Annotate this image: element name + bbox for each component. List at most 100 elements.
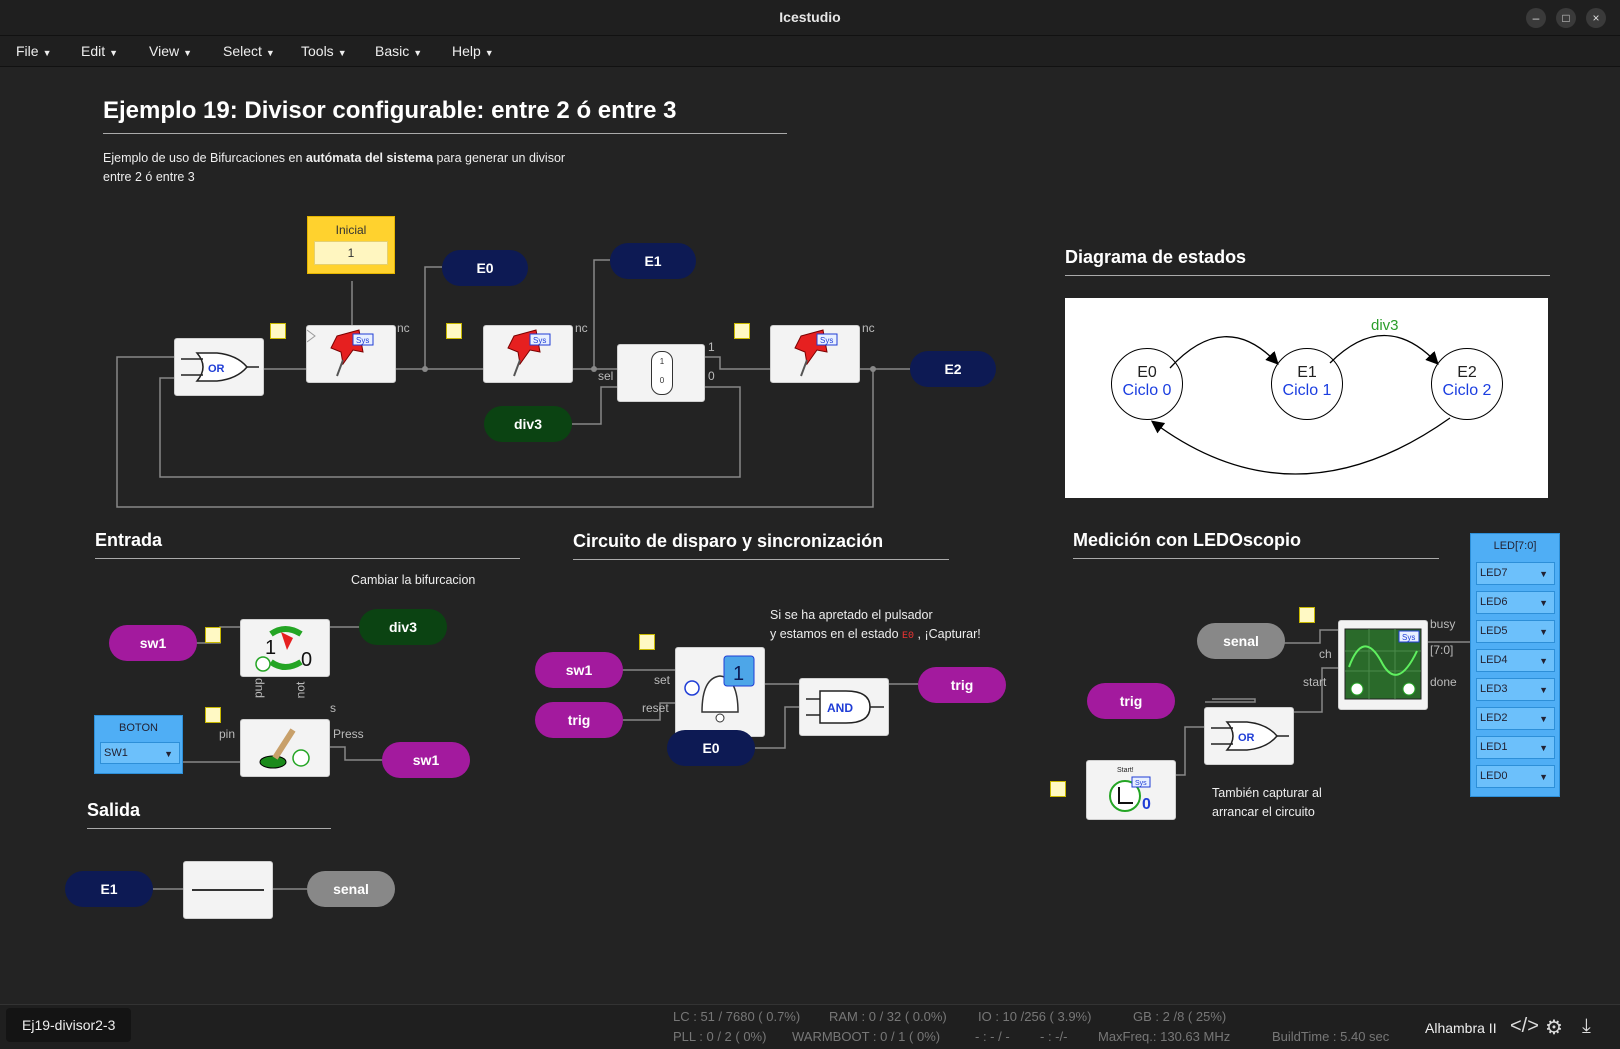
wire-block[interactable]	[183, 861, 273, 919]
label-e0[interactable]: E0	[442, 250, 528, 286]
start-port: start	[1303, 675, 1327, 689]
label-trig-out[interactable]: trig	[918, 667, 1006, 703]
mux-icon-0: 0	[659, 376, 665, 385]
menu-basic[interactable]: Basic▼	[375, 43, 423, 59]
salida-rule	[87, 828, 331, 829]
download-icon[interactable]: ⤓	[1582, 1015, 1591, 1037]
stat-io: IO : 10 /256 ( 3.9%)	[978, 1009, 1092, 1024]
menu-edit[interactable]: Edit▼	[81, 43, 119, 59]
flipflop-block[interactable]: 1	[675, 647, 765, 737]
close-icon[interactable]: ×	[1586, 8, 1606, 28]
title-bar: Icestudio – □ ×	[0, 0, 1620, 36]
design-canvas[interactable]: Ejemplo 19: Divisor configurable: entre …	[0, 67, 1620, 1004]
chevron-down-icon: ▼	[1539, 714, 1548, 724]
code-icon[interactable]: </>	[1510, 1015, 1539, 1037]
fork-block-3[interactable]: Sys	[770, 325, 860, 383]
label-trig-disparo[interactable]: trig	[535, 702, 623, 738]
label-e1[interactable]: E1	[610, 243, 696, 279]
label-senal-medicion[interactable]: senal	[1197, 623, 1285, 659]
boton-input[interactable]: BOTON SW1▼	[94, 715, 183, 774]
led-select-1[interactable]: LED1▼	[1476, 736, 1555, 759]
or-gate-icon: OR	[181, 352, 259, 382]
menu-file[interactable]: File▼	[16, 43, 52, 59]
scope-clk-port[interactable]	[1299, 607, 1315, 623]
fork-block-2[interactable]: Sys	[483, 325, 573, 383]
stat-blank1: - : - / -	[975, 1029, 1010, 1044]
led-output-panel[interactable]: LED[7:0] LED7▼ LED6▼ LED5▼ LED4▼ LED3▼ L…	[1470, 533, 1560, 797]
nc-port-3: nc	[862, 321, 875, 335]
or-label: OR	[208, 363, 225, 375]
button-block[interactable]	[240, 719, 330, 777]
label-e0-disparo[interactable]: E0	[667, 730, 755, 766]
stat-lc: LC : 51 / 7680 ( 0.7%)	[673, 1009, 801, 1024]
menu-tools[interactable]: Tools▼	[301, 43, 347, 59]
sys-badge: Sys	[820, 336, 833, 345]
label-sw1-out[interactable]: sw1	[382, 742, 470, 778]
and-gate[interactable]: AND	[799, 678, 889, 736]
label-trig-medicion[interactable]: trig	[1087, 683, 1175, 719]
menu-view[interactable]: View▼	[149, 43, 193, 59]
led-select-2[interactable]: LED2▼	[1476, 707, 1555, 730]
menu-help[interactable]: Help▼	[452, 43, 494, 59]
fork-block-1[interactable]: Sys	[306, 325, 396, 383]
led-select-5[interactable]: LED5▼	[1476, 620, 1555, 643]
mux-in-1: 1	[708, 340, 715, 354]
constant-inicial[interactable]: Inicial 1	[307, 216, 395, 274]
ff-clk-port[interactable]	[639, 634, 655, 650]
chevron-down-icon: ▼	[1539, 772, 1548, 782]
button-clk-port[interactable]	[205, 707, 221, 723]
disparo-heading: Circuito de disparo y sincronización	[573, 531, 884, 551]
or-label: OR	[1238, 732, 1255, 744]
not-port: not	[293, 681, 308, 699]
or-gate-main[interactable]: OR	[174, 338, 264, 396]
constant-value[interactable]: 1	[314, 241, 388, 265]
nc-port-2: nc	[575, 321, 588, 335]
toggle-block[interactable]: 1 0	[240, 619, 330, 677]
start-block[interactable]: Start! Sys 0	[1086, 760, 1176, 820]
bus-port: [7:0]	[1430, 643, 1454, 657]
toggle-icon: 1 0	[255, 626, 312, 672]
toggle-clk-port[interactable]	[205, 627, 221, 643]
label-div3-out[interactable]: div3	[359, 609, 447, 645]
or-gate-medicion[interactable]: OR	[1204, 707, 1294, 765]
mux-in-0: 0	[708, 369, 715, 383]
sys-badge: Sys	[1135, 780, 1147, 787]
led-select-7[interactable]: LED7▼	[1476, 562, 1555, 585]
clk-port-3[interactable]	[734, 323, 750, 339]
set-port: set	[654, 673, 671, 687]
led-panel-label: LED[7:0]	[1493, 540, 1537, 552]
and-gate-icon: AND	[806, 690, 884, 724]
sys-badge: Sys	[533, 336, 546, 345]
clk-port-1[interactable]	[270, 323, 286, 339]
label-div3[interactable]: div3	[484, 406, 572, 442]
or-gate-icon: OR	[1211, 721, 1289, 751]
led-select-0[interactable]: LED0▼	[1476, 765, 1555, 788]
start-clk-port[interactable]	[1050, 781, 1066, 797]
stat-maxfreq: MaxFreq.: 130.63 MHz	[1098, 1029, 1231, 1044]
led-select-3[interactable]: LED3▼	[1476, 678, 1555, 701]
oscilloscope-icon: Sys	[1344, 628, 1422, 700]
label-sw1-disparo[interactable]: sw1	[535, 652, 623, 688]
gear-icon[interactable]: ⚙	[1545, 1017, 1563, 1039]
state-e0-sub: Ciclo 0	[1122, 382, 1172, 399]
led-select-6[interactable]: LED6▼	[1476, 591, 1555, 614]
state-e2-sub: Ciclo 2	[1442, 382, 1492, 399]
done-port: done	[1430, 675, 1457, 689]
project-tab[interactable]: Ej19-divisor2-3	[6, 1008, 132, 1042]
label-e2[interactable]: E2	[910, 351, 996, 387]
clk-port-2[interactable]	[446, 323, 462, 339]
menu-select[interactable]: Select▼	[223, 43, 275, 59]
board-name[interactable]: Alhambra II	[1425, 1020, 1497, 1036]
ledoscope-block[interactable]: Sys	[1338, 620, 1428, 710]
mux-block[interactable]: 1 0	[617, 344, 705, 402]
maximize-icon[interactable]: □	[1556, 8, 1576, 28]
pin-port: pin	[219, 727, 236, 741]
stat-gb: GB : 2 /8 ( 25%)	[1133, 1009, 1227, 1024]
push-button-icon	[259, 728, 310, 769]
label-senal-salida[interactable]: senal	[307, 871, 395, 907]
label-sw1-in[interactable]: sw1	[109, 625, 197, 661]
led-select-4[interactable]: LED4▼	[1476, 649, 1555, 672]
minimize-icon[interactable]: –	[1526, 8, 1546, 28]
label-e1-salida[interactable]: E1	[65, 871, 153, 907]
boton-select[interactable]: SW1▼	[100, 742, 180, 764]
